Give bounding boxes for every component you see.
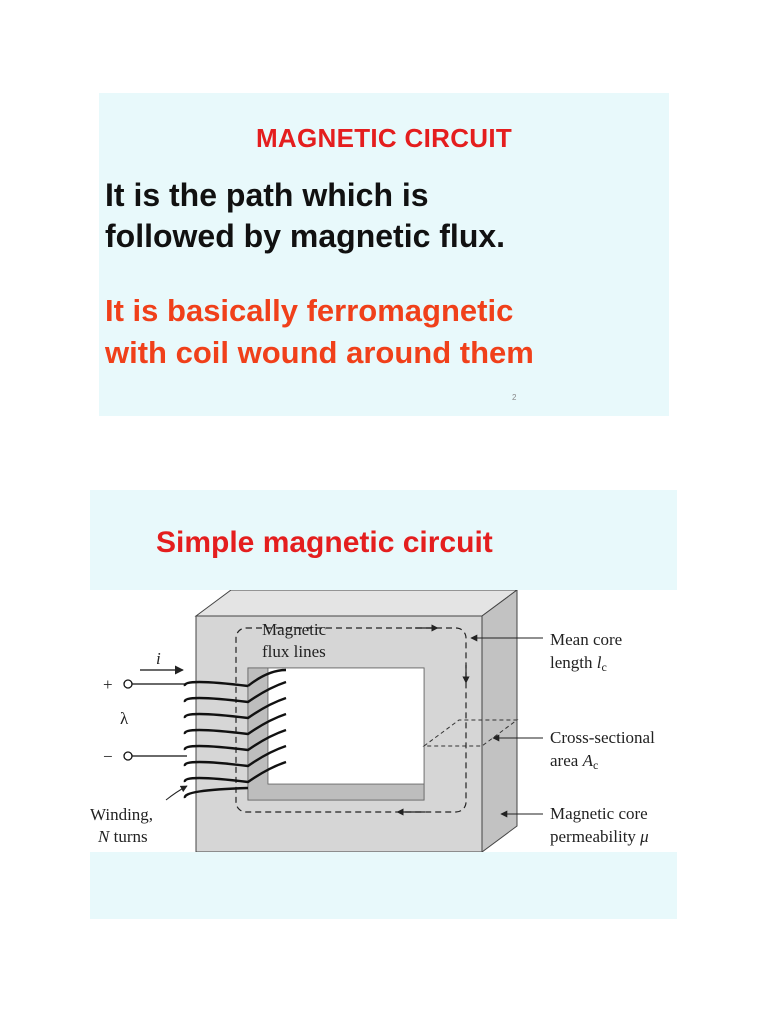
slide-1-title: MAGNETIC CIRCUIT	[255, 123, 513, 153]
winding-coil	[183, 668, 287, 799]
slide-1-description: It is basically ferromagnetic with coil …	[105, 293, 534, 370]
permeability-label-line2: permeability μ	[550, 827, 649, 846]
slide-1-page-number: 2	[512, 393, 517, 402]
flux-label-line1: Magnetic	[262, 620, 327, 639]
mean-core-label-line1: Mean core	[550, 630, 622, 649]
plus-label: +	[103, 675, 113, 694]
lambda-label: λ	[120, 709, 129, 728]
flux-path	[235, 627, 467, 813]
slide-1: MAGNETIC CIRCUIT It is the path which is…	[99, 93, 669, 416]
core-top-face	[194, 590, 518, 617]
terminal-minus	[123, 751, 133, 761]
winding-leader	[165, 785, 188, 801]
cross-section-label-line1: Cross-sectional	[550, 728, 655, 747]
mean-core-label-line2: length lc	[550, 653, 607, 674]
magnetic-core-diagram: Magnetic flux lines i + λ − Winding, N t…	[90, 590, 655, 852]
slide-1-definition: It is the path which is followed by magn…	[105, 177, 506, 254]
slide-2: Simple magnetic circuit	[90, 490, 677, 919]
flux-label-line2: flux lines	[262, 642, 326, 661]
magnetic-circuit-figure: Magnetic flux lines i + λ − Winding, N t…	[90, 590, 677, 852]
winding-label-line2: N turns	[97, 827, 148, 846]
cross-section-outline	[422, 719, 519, 747]
slide-2-title: Simple magnetic circuit	[156, 526, 493, 559]
permeability-label-line1: Magnetic core	[550, 804, 648, 823]
core-window	[267, 667, 425, 785]
terminal-plus	[123, 679, 133, 689]
minus-label: −	[103, 747, 113, 766]
cross-section-label-line2: area Ac	[550, 751, 598, 772]
current-label: i	[156, 649, 161, 668]
winding-label-line1: Winding,	[90, 805, 153, 824]
core-side-face	[481, 590, 518, 852]
